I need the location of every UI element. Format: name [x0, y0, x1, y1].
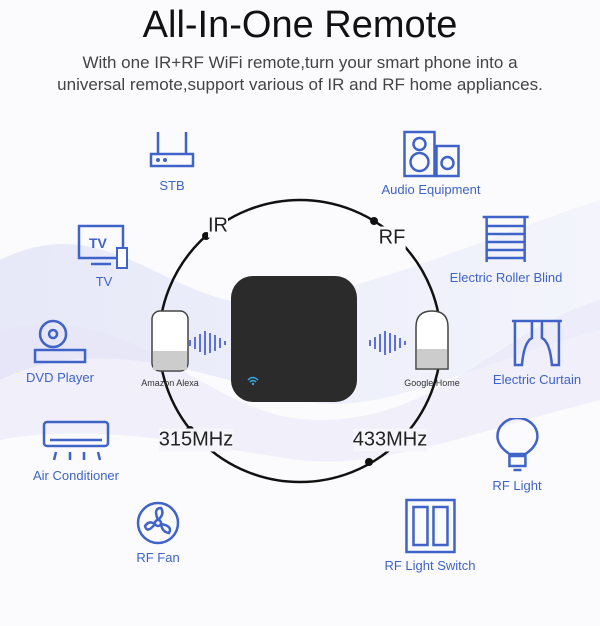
device-audio-equipment[interactable]: Audio Equipment [381, 130, 481, 197]
device-label: RF Fan [136, 550, 180, 565]
sound-wave-icon [369, 331, 406, 355]
device-rf-light-switch[interactable]: RF Light Switch [384, 498, 476, 573]
roller-blind-icon [482, 215, 529, 262]
device-air-conditioner[interactable]: Air Conditioner [33, 420, 119, 483]
rf-label: RF [378, 226, 406, 250]
ir-rf-hub [231, 276, 357, 402]
device-tv[interactable]: TV TV [77, 224, 131, 289]
315mhz-label: 315MHz [158, 428, 234, 452]
wifi-icon [247, 376, 259, 386]
device-label: Air Conditioner [33, 468, 119, 483]
fan-icon [136, 501, 180, 545]
subtitle: With one IR+RF WiFi remote,turn your sma… [57, 53, 543, 94]
device-label: Electric Roller Blind [449, 270, 563, 285]
device-label: DVD Player [26, 370, 94, 385]
device-rf-light[interactable]: RF Light [492, 418, 542, 493]
device-electric-curtain[interactable]: Electric Curtain [493, 318, 581, 387]
light-bulb-icon [495, 418, 539, 472]
tv-icon: TV [77, 224, 128, 269]
device-rf-fan[interactable]: RF Fan [135, 500, 181, 565]
light-switch-icon [404, 498, 456, 554]
device-label: Electric Curtain [492, 372, 582, 387]
device-label: TV [95, 274, 113, 289]
433mhz-label: 433MHz [352, 428, 428, 452]
google-home-label: Google Home [404, 378, 460, 388]
device-dvd-player[interactable]: DVD Player [26, 318, 94, 385]
google-home-icon [415, 310, 449, 370]
sound-wave-icon [189, 331, 226, 355]
device-label: STB [159, 178, 185, 193]
dvd-player-icon [33, 319, 87, 364]
router-icon [149, 132, 195, 168]
speaker-icon [402, 130, 460, 178]
curtain-icon [511, 319, 562, 367]
alexa-label: Amazon Alexa [141, 378, 199, 388]
ir-label: IR [208, 214, 228, 238]
page-title: All-In-One Remote [142, 4, 458, 46]
alexa-speaker-icon [151, 310, 189, 372]
device-label: RF Light [492, 478, 542, 493]
device-stb[interactable]: STB [148, 128, 196, 193]
device-electric-roller-blind[interactable]: Electric Roller Blind [449, 214, 563, 285]
device-label: RF Light Switch [384, 558, 476, 573]
device-label: Audio Equipment [381, 182, 481, 197]
air-conditioner-icon [42, 420, 110, 461]
svg-text:TV: TV [89, 235, 108, 251]
